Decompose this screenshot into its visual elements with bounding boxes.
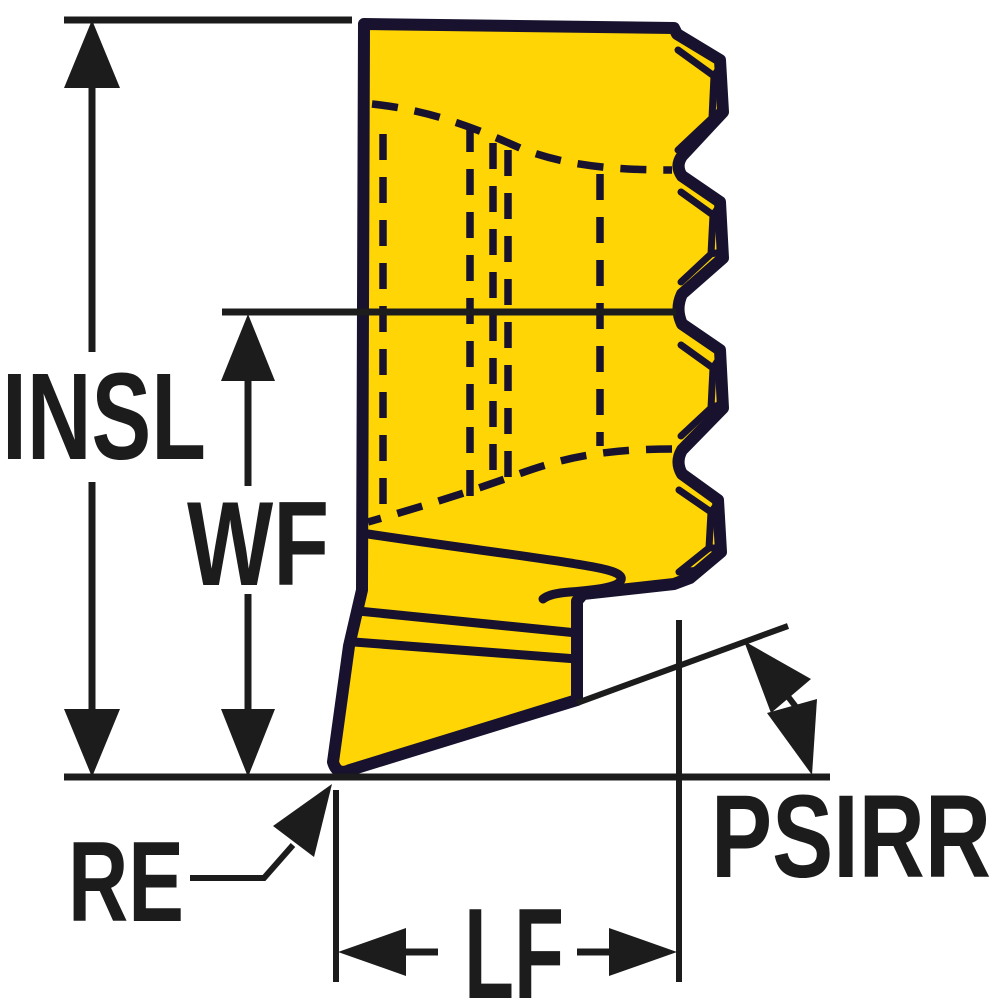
insert-silhouette xyxy=(327,18,729,778)
teeth-facet-lines xyxy=(674,46,726,576)
lf-label: LF xyxy=(464,882,564,1000)
swoosh-curve xyxy=(363,529,626,604)
insl-label: INSL xyxy=(2,349,206,486)
psirr-label: PSIRR xyxy=(711,771,991,903)
lf-arrow-right xyxy=(609,928,677,976)
lf-arrow-left xyxy=(338,928,406,976)
insert-body-group xyxy=(327,18,729,778)
lower-hidden-curve xyxy=(366,445,673,526)
psirr-arrow-upper xyxy=(744,641,811,713)
lower-edge-line-1 xyxy=(353,606,582,638)
wf-label: WF xyxy=(187,477,329,611)
tooth-2-facets xyxy=(677,188,725,286)
psirr-arrow-lower xyxy=(767,699,817,775)
insl-arrow-up xyxy=(64,20,120,88)
chipformer-lines xyxy=(349,529,626,664)
insl-dimension: INSL xyxy=(2,20,206,777)
wf-arrow-up xyxy=(221,314,275,381)
insl-arrow-down xyxy=(64,709,120,777)
re-label: RE xyxy=(68,819,184,946)
tooth-4-facets xyxy=(675,486,723,576)
lower-edge-line-2 xyxy=(349,637,582,664)
re-arrowhead xyxy=(273,784,332,857)
upper-hidden-curve xyxy=(371,100,673,174)
re-leader: RE xyxy=(68,784,332,946)
tooth-1-facets xyxy=(674,46,726,154)
tooth-3-facets xyxy=(677,341,725,440)
wf-dimension: WF xyxy=(187,308,676,777)
wf-arrow-down xyxy=(221,709,275,777)
lf-dimension: LF xyxy=(333,620,682,1000)
psirr-angle-line xyxy=(575,623,790,706)
re-leader-line xyxy=(190,843,296,881)
psirr-angle: PSIRR xyxy=(575,623,991,903)
